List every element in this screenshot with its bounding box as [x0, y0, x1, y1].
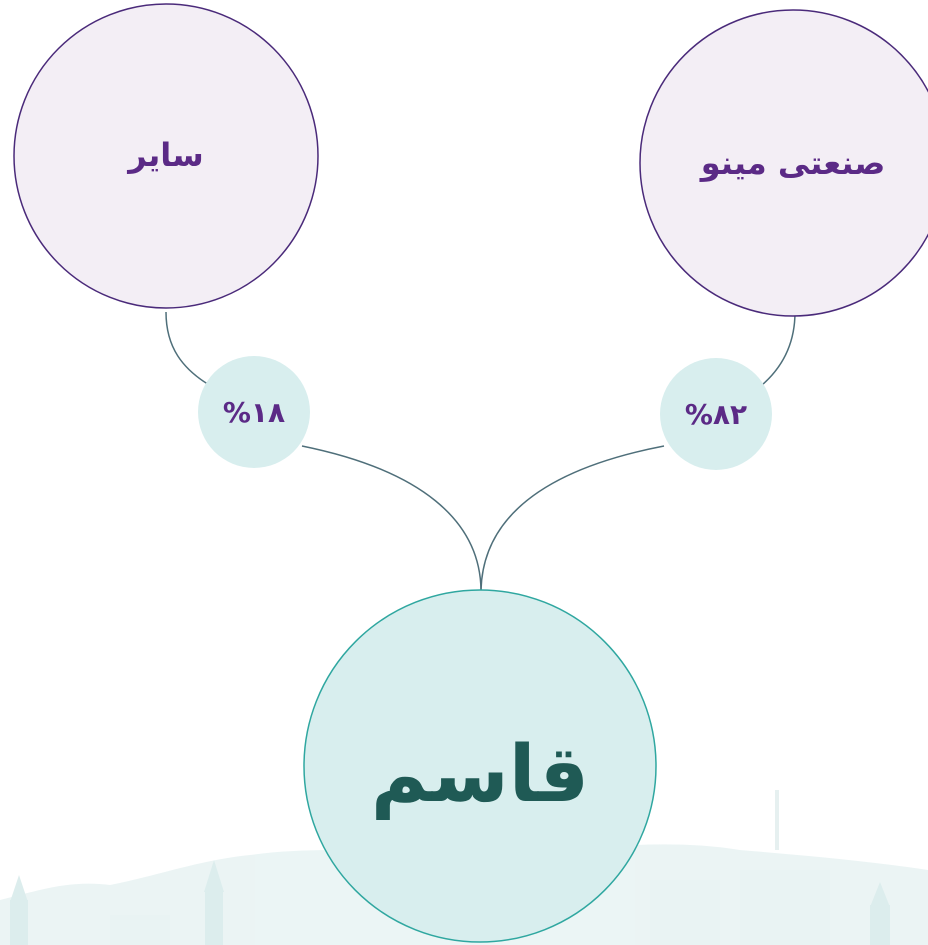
left-node-circle — [13, 3, 319, 309]
right-node-label: صنعتی مینو — [700, 144, 886, 182]
center-node-circle — [303, 589, 657, 943]
left-node-label: سایر — [128, 136, 204, 174]
connector-right-node-to-right-percent — [761, 311, 796, 386]
connector-left-percent-to-center — [301, 445, 482, 591]
right-percent-circle — [660, 358, 772, 470]
right-percent-label: %۸۲ — [684, 397, 748, 431]
connector-right-percent-to-center — [480, 445, 665, 591]
connectors — [165, 311, 796, 591]
right-node-circle — [639, 9, 928, 317]
center-node-label: قاسم — [370, 730, 590, 820]
left-percent-circle — [198, 356, 310, 468]
left-percent-label: %۱۸ — [222, 395, 286, 429]
